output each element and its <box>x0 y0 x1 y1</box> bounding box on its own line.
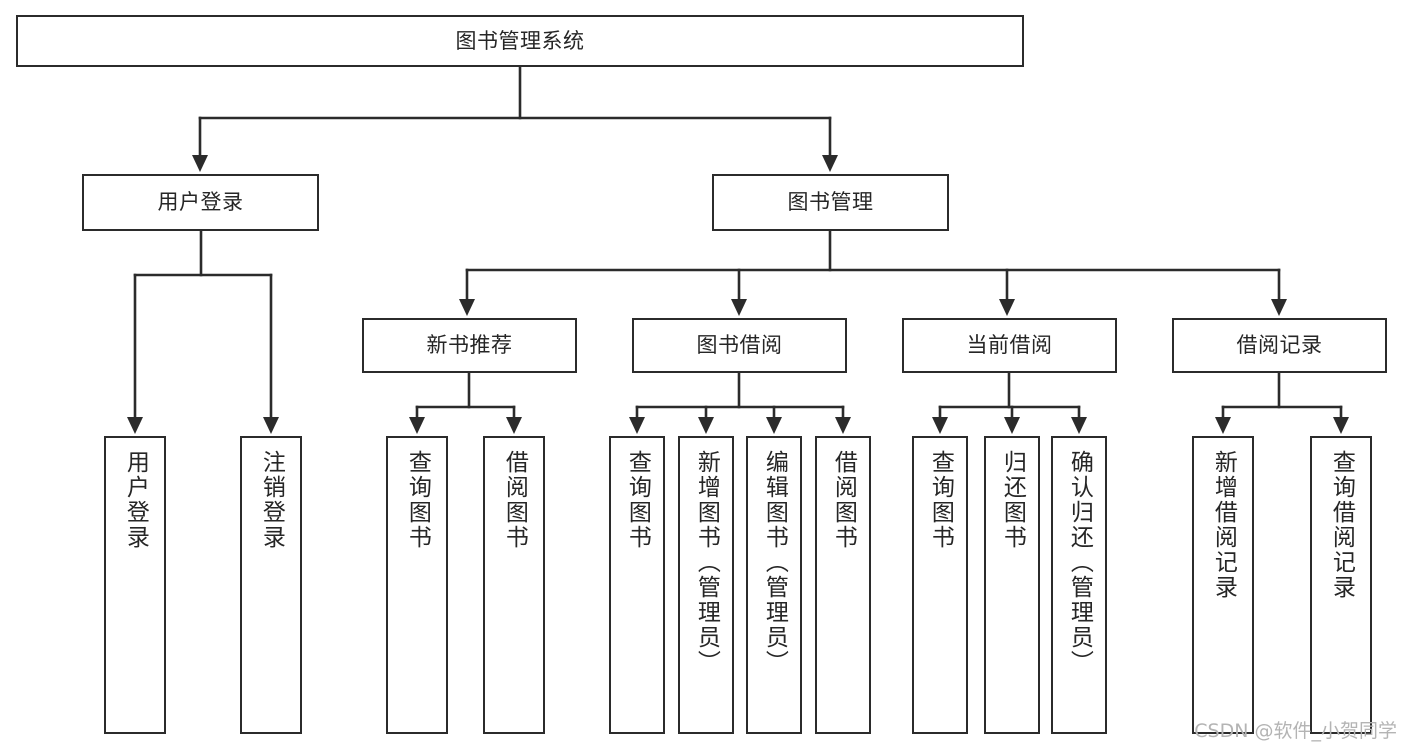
node-book_borrow: 图书借阅 <box>632 318 847 373</box>
node-leaf_cb_confirm: 确认归还（管理员） <box>1051 436 1107 734</box>
node-label-root: 图书管理系统 <box>455 28 585 53</box>
node-label-leaf_cb_return: 归还图书 <box>999 450 1026 550</box>
node-label-leaf_login: 用户登录 <box>122 450 149 550</box>
node-book_manage: 图书管理 <box>712 174 949 231</box>
node-label-leaf_bb_edit: 编辑图书（管理员） <box>761 450 788 675</box>
arrowhead-user-login-to-leaf1 <box>127 417 143 434</box>
node-label-leaf_cb_confirm: 确认归还（管理员） <box>1066 450 1093 675</box>
node-label-leaf_bb_add: 新增图书（管理员） <box>693 450 720 675</box>
arrowhead-root-to-user-login <box>192 155 208 172</box>
node-label-leaf_br_add: 新增借阅记录 <box>1210 450 1237 600</box>
node-leaf_br_query: 查询借阅记录 <box>1310 436 1372 734</box>
node-label-new_book_rec: 新书推荐 <box>426 333 513 357</box>
node-leaf_bb_add: 新增图书（管理员） <box>678 436 734 734</box>
node-leaf_bb_borrow: 借阅图书 <box>815 436 871 734</box>
node-label-leaf_nb_borrow: 借阅图书 <box>501 450 528 550</box>
node-label-leaf_br_query: 查询借阅记录 <box>1328 450 1355 600</box>
node-leaf_logout: 注销登录 <box>240 436 302 734</box>
node-label-leaf_nb_query: 查询图书 <box>404 450 431 550</box>
arrowhead-bb-to-leaf3 <box>766 417 782 434</box>
arrowhead-br-to-leaf1 <box>1215 417 1231 434</box>
node-leaf_bb_edit: 编辑图书（管理员） <box>746 436 802 734</box>
node-label-book_manage: 图书管理 <box>787 190 874 214</box>
node-cur_borrow: 当前借阅 <box>902 318 1117 373</box>
node-label-book_borrow: 图书借阅 <box>696 333 783 357</box>
node-label-leaf_bb_query: 查询图书 <box>624 450 651 550</box>
node-leaf_cb_query: 查询图书 <box>912 436 968 734</box>
arrowhead-cb-to-leaf3 <box>1071 417 1087 434</box>
arrowhead-bm-to-cur-borrow <box>999 299 1015 316</box>
arrowhead-cb-to-leaf1 <box>932 417 948 434</box>
node-borrow_record: 借阅记录 <box>1172 318 1387 373</box>
node-leaf_nb_query: 查询图书 <box>386 436 448 734</box>
node-root: 图书管理系统 <box>16 15 1024 67</box>
node-leaf_br_add: 新增借阅记录 <box>1192 436 1254 734</box>
arrowhead-bm-to-borrow-record <box>1271 299 1287 316</box>
node-label-borrow_record: 借阅记录 <box>1236 333 1323 357</box>
arrowhead-root-to-book-manage <box>822 155 838 172</box>
arrowhead-br-to-leaf2 <box>1333 417 1349 434</box>
arrowhead-bm-to-new-book-rec <box>459 299 475 316</box>
arrowhead-bb-to-leaf2 <box>698 417 714 434</box>
node-label-user_login: 用户登录 <box>157 190 244 214</box>
arrowhead-nbr-to-leaf1 <box>409 417 425 434</box>
node-label-leaf_logout: 注销登录 <box>258 450 285 550</box>
node-label-leaf_cb_query: 查询图书 <box>927 450 954 550</box>
arrowhead-user-login-to-leaf2 <box>263 417 279 434</box>
node-label-cur_borrow: 当前借阅 <box>966 333 1053 357</box>
node-user_login: 用户登录 <box>82 174 319 231</box>
arrowhead-bm-to-book-borrow <box>731 299 747 316</box>
node-leaf_nb_borrow: 借阅图书 <box>483 436 545 734</box>
node-leaf_login: 用户登录 <box>104 436 166 734</box>
node-new_book_rec: 新书推荐 <box>362 318 577 373</box>
arrowhead-nbr-to-leaf2 <box>506 417 522 434</box>
node-label-leaf_bb_borrow: 借阅图书 <box>830 450 857 550</box>
arrowhead-bb-to-leaf1 <box>629 417 645 434</box>
node-leaf_cb_return: 归还图书 <box>984 436 1040 734</box>
arrowhead-cb-to-leaf2 <box>1004 417 1020 434</box>
arrowhead-bb-to-leaf4 <box>835 417 851 434</box>
node-leaf_bb_query: 查询图书 <box>609 436 665 734</box>
